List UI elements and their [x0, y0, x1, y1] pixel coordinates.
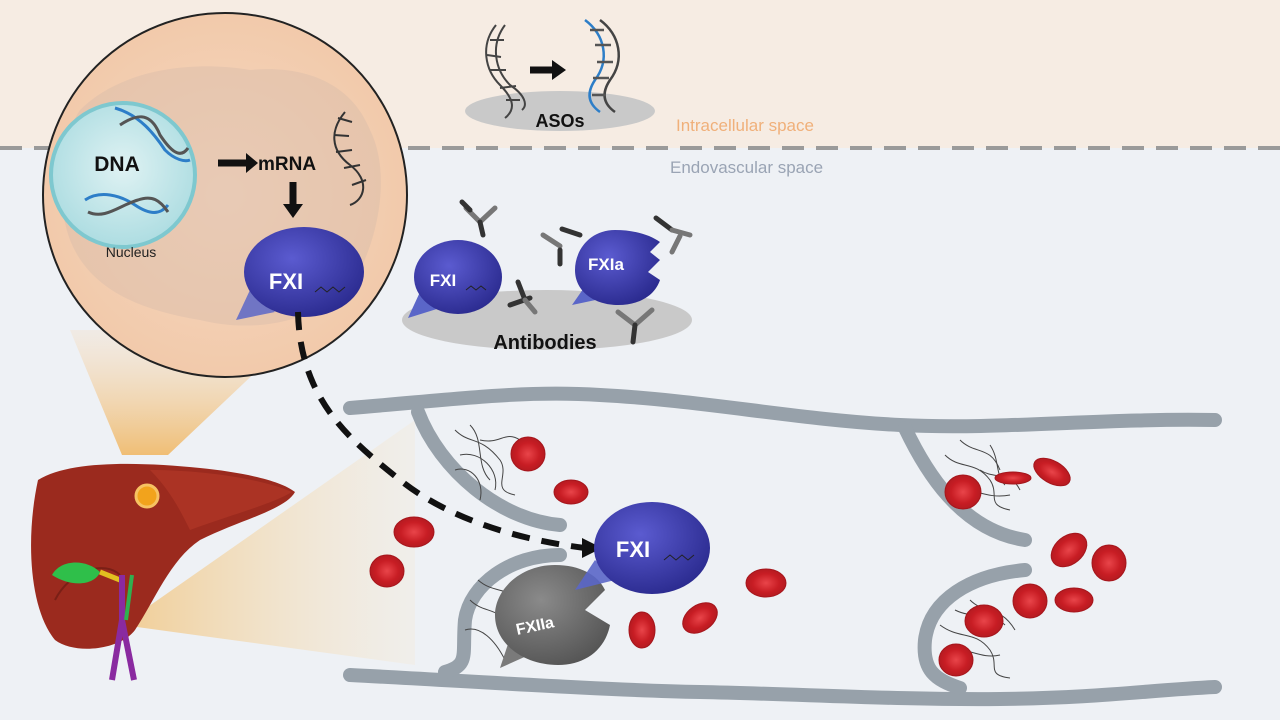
rbc	[682, 602, 718, 634]
endovascular-label: Endovascular space	[670, 158, 823, 177]
liver-cell-marker	[134, 483, 160, 509]
rbc	[553, 479, 589, 505]
ab-fxia-label: FXIa	[588, 255, 624, 274]
antibodies-group: FXI FXIa Antibodi	[402, 199, 693, 354]
nucleus: DNA Nucleus	[49, 101, 197, 260]
zoom-beam-lower	[122, 420, 415, 665]
red-blood-cells	[369, 436, 1127, 677]
rbc	[628, 611, 656, 649]
rbc	[745, 568, 787, 598]
liver	[31, 463, 296, 681]
rbc	[994, 471, 1032, 485]
intracellular-label: Intracellular space	[676, 116, 814, 135]
aso-bound-dna-icon	[584, 19, 620, 114]
rbc	[1012, 583, 1048, 619]
secretion-path	[295, 311, 586, 551]
rbc	[944, 474, 982, 510]
fxi-protein-vessel: FXI	[575, 502, 710, 594]
fxi-label-cell: FXI	[269, 269, 303, 294]
rbc	[1091, 544, 1127, 582]
rbc	[1033, 457, 1071, 487]
antibody-icon	[507, 279, 538, 315]
ab-fxi-label: FXI	[430, 271, 456, 290]
asos-group: ASOs	[465, 19, 655, 131]
fxi-label-vessel: FXI	[616, 537, 650, 562]
antibody-icon	[540, 226, 583, 267]
rbc	[1054, 587, 1094, 613]
rbc	[369, 554, 405, 588]
fxi-protein-cell: FXI	[236, 227, 364, 320]
rbc	[510, 436, 546, 472]
antibody-icon	[653, 215, 693, 255]
rbc	[393, 516, 435, 548]
dna-helix-icon	[84, 193, 170, 216]
asos-label: ASOs	[535, 111, 584, 131]
antibodies-label: Antibodies	[493, 332, 596, 354]
rbc	[964, 604, 1004, 638]
rbc	[1050, 532, 1088, 568]
mrna-label: mRNA	[258, 154, 316, 175]
fibrin-net-1	[454, 424, 521, 501]
dna-label: DNA	[94, 153, 140, 176]
rbc	[938, 643, 974, 677]
fxiia-protein: FXIIa	[495, 565, 610, 668]
dna-strand-icon	[485, 24, 526, 119]
mrna-strand-icon	[333, 111, 367, 206]
nucleus-label: Nucleus	[106, 244, 157, 260]
antibody-icon	[615, 307, 655, 345]
antibody-icon	[459, 199, 498, 238]
secretion-arrowhead	[582, 538, 602, 558]
dna-helix-icon	[114, 106, 191, 163]
